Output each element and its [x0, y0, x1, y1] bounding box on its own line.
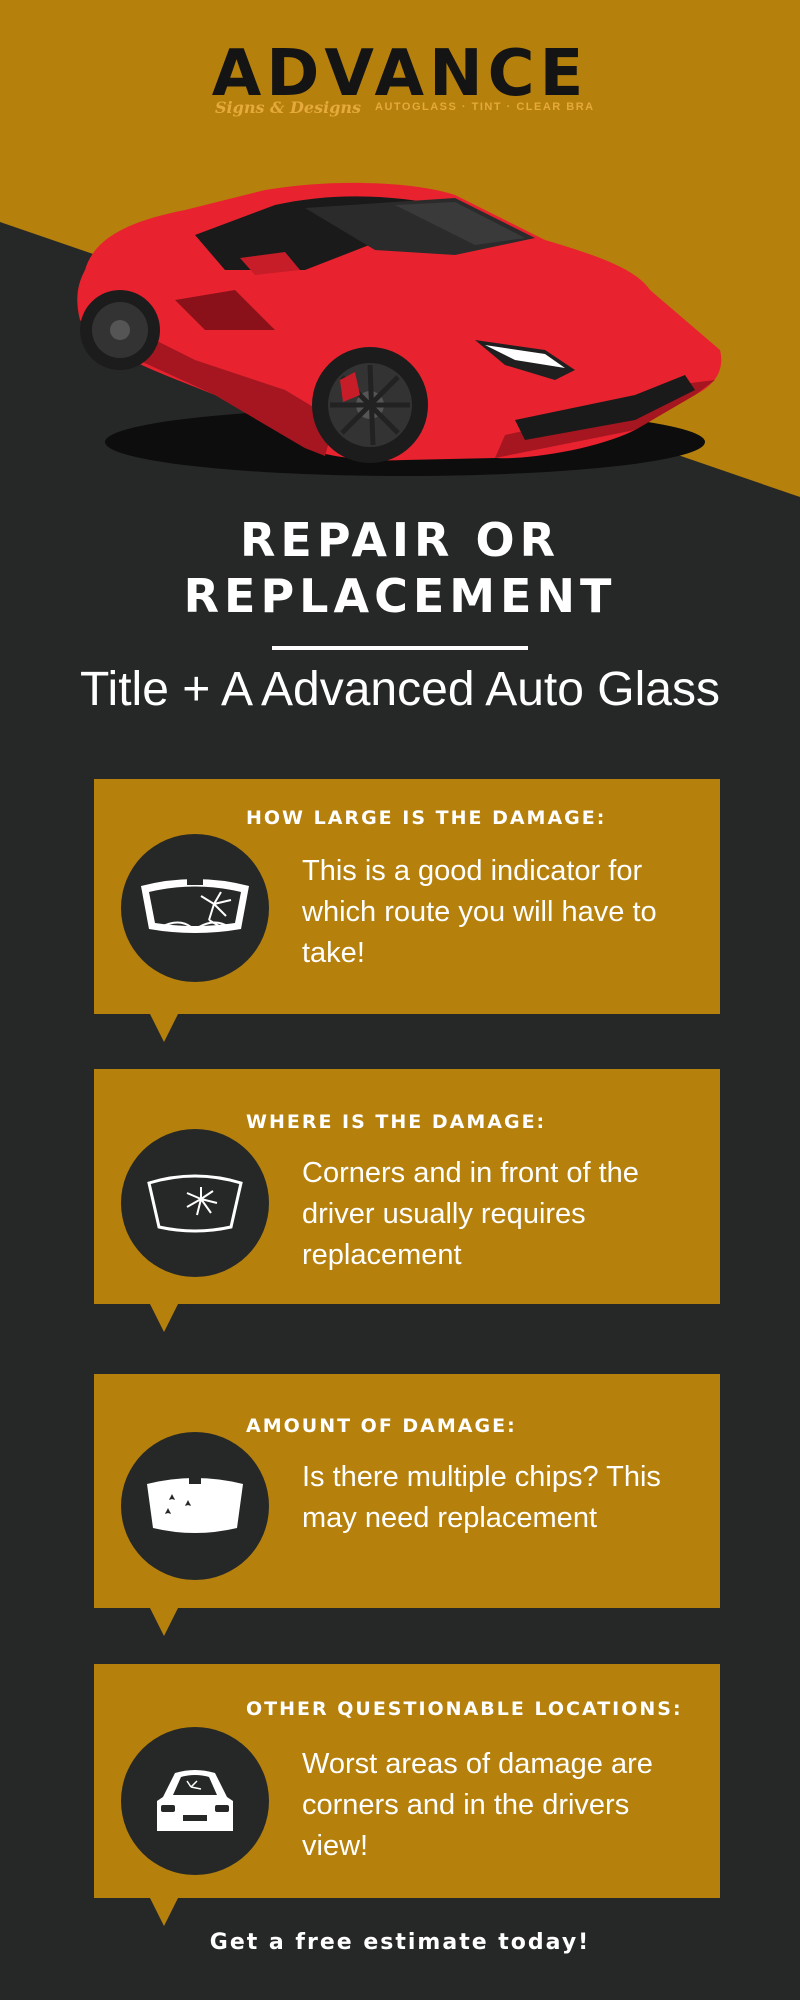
brand-name: ADVANCE — [211, 37, 589, 111]
main-title: REPAIR OR REPLACEMENT — [0, 512, 800, 624]
brand-tagline: AUTOGLASS · TINT · CLEAR BRA — [375, 101, 595, 113]
windshield-crack-corner-icon — [121, 1129, 269, 1277]
footer-cta: Get a free estimate today! — [209, 1930, 591, 1955]
card-heading: WHERE IS THE DAMAGE: — [246, 1111, 547, 1133]
info-card-damage-amount: AMOUNT OF DAMAGE: Is there multiple chip… — [94, 1374, 720, 1636]
windshield-chips-icon — [121, 1432, 269, 1580]
card-body-text: Corners and in front of the driver usual… — [302, 1157, 639, 1271]
card-heading: HOW LARGE IS THE DAMAGE: — [246, 807, 607, 829]
red-sports-car-illustration — [77, 182, 722, 476]
card-body-text: This is a good indicator for which route… — [302, 855, 657, 969]
card-pointer — [150, 1608, 178, 1636]
card-pointer — [150, 1014, 178, 1042]
brand-script: Signs & Designs — [215, 98, 362, 117]
info-card-other-locations: OTHER QUESTIONABLE LOCATIONS: Worst area… — [94, 1664, 720, 1926]
info-card-damage-location: WHERE IS THE DAMAGE: Corners and in fron… — [94, 1069, 720, 1332]
title-line-1: REPAIR OR — [239, 513, 560, 567]
card-body-text: Is there multiple chips? This may need r… — [302, 1461, 661, 1534]
card-pointer — [150, 1898, 178, 1926]
card-heading: OTHER QUESTIONABLE LOCATIONS: — [246, 1698, 683, 1720]
cracked-windshield-icon — [121, 834, 269, 982]
car-front-crack-icon — [121, 1727, 269, 1875]
title-line-2: REPLACEMENT — [183, 569, 617, 623]
info-card-damage-size: HOW LARGE IS THE DAMAGE: This is a good … — [94, 779, 720, 1042]
card-pointer — [150, 1304, 178, 1332]
brand-logo: ADVANCE Signs & Designs AUTOGLASS · TINT… — [0, 20, 800, 130]
card-body-text: Worst areas of damage are corners and in… — [302, 1748, 653, 1862]
title-divider — [272, 646, 528, 650]
card-heading: AMOUNT OF DAMAGE: — [246, 1415, 517, 1437]
subtitle: Title + A Advanced Auto Glass — [80, 663, 720, 716]
